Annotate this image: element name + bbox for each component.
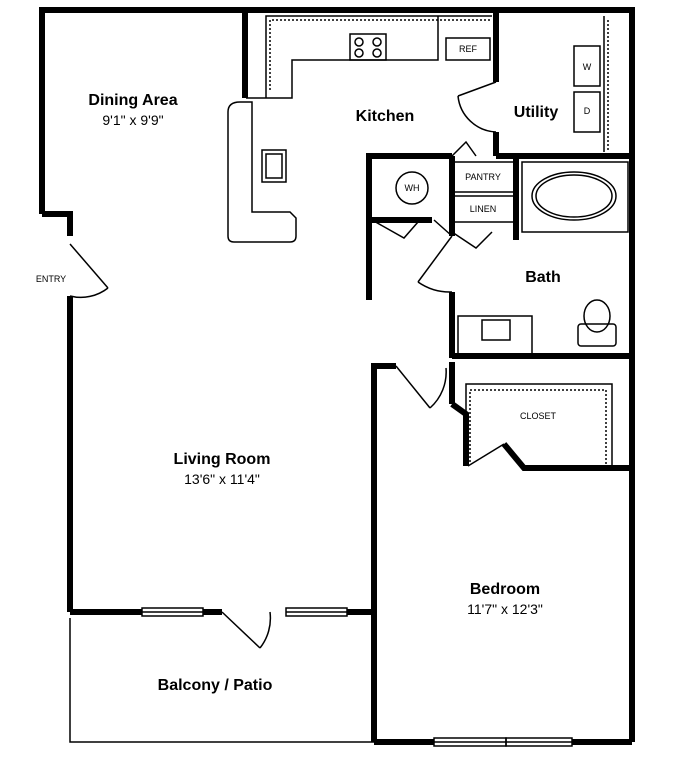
entry-label: ENTRY — [35, 274, 67, 284]
bath-label: Bath — [525, 269, 561, 286]
bedroom-dims: 11'7" x 12'3" — [467, 601, 543, 617]
closet-label: CLOSET — [519, 411, 556, 421]
dining-area-label: Dining Area — [88, 92, 178, 109]
living-room-dims: 13'6" x 11'4" — [184, 471, 260, 487]
thin-lines — [69, 15, 629, 747]
dotted-lines — [269, 19, 609, 466]
doors — [69, 81, 505, 649]
washer-label: W — [582, 62, 592, 72]
refrigerator-label: REF — [459, 44, 477, 54]
water-heater-label: WH — [404, 183, 420, 193]
living-room-label: Living Room — [173, 451, 271, 468]
kitchen-label: Kitchen — [355, 108, 415, 125]
dryer-label: D — [583, 106, 591, 116]
utility-label: Utility — [513, 104, 559, 121]
bedroom-label: Bedroom — [469, 581, 541, 598]
balcony-patio-label: Balcony / Patio — [157, 677, 273, 694]
dining-area-dims: 9'1" x 9'9" — [102, 112, 164, 128]
pantry-label: PANTRY — [465, 172, 501, 182]
linen-label: LINEN — [469, 204, 497, 214]
